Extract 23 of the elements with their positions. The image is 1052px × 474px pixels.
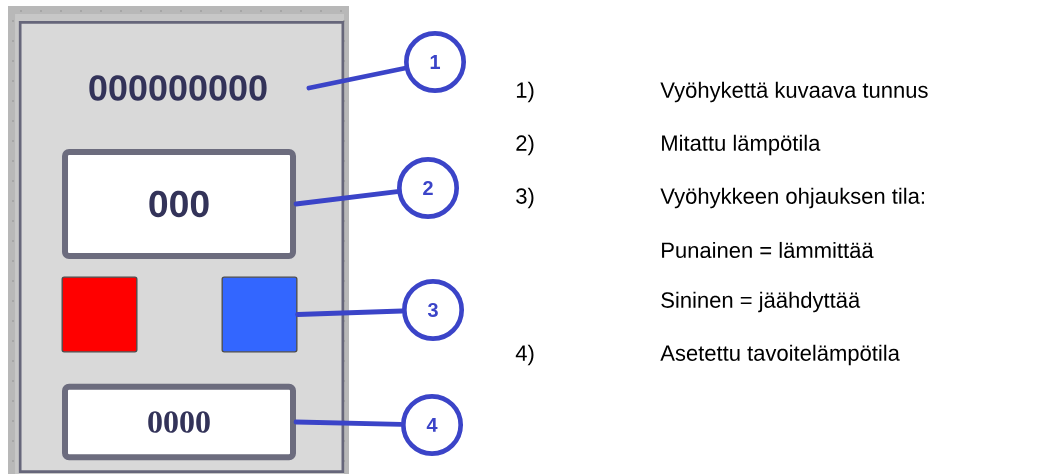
value-field: 0000 [62, 383, 296, 461]
list-text: Vyöhykettä kuvaava tunnus [660, 81, 928, 103]
callout-number: 2 [397, 157, 459, 219]
list-text: Punainen = lämmittää [662, 241, 874, 259]
leader-line [293, 189, 400, 207]
list-number: 1) [516, 81, 534, 103]
callout-number: 3 [402, 279, 464, 341]
status-square [61, 276, 138, 353]
zone-id-text: 000000000 [89, 75, 267, 101]
list-text: Mitattu lämpötila [662, 134, 821, 156]
list-text: Sininen = jäähdyttää [661, 291, 861, 313]
list-text: Asetettu tavoitelämpötila [660, 344, 900, 366]
callout-number: 4 [401, 394, 463, 456]
list-text: Vyöhykkeen ohjauksen tila: [660, 187, 924, 209]
value-field: 000 [62, 149, 296, 259]
list-number: 3) [516, 187, 534, 209]
list-number: 2) [516, 134, 534, 156]
leader-line [293, 419, 404, 427]
list-number: 4) [515, 344, 534, 366]
status-square [221, 276, 298, 353]
callout-number: 1 [404, 31, 466, 93]
leader-line [295, 308, 405, 317]
leader-line [306, 65, 408, 91]
